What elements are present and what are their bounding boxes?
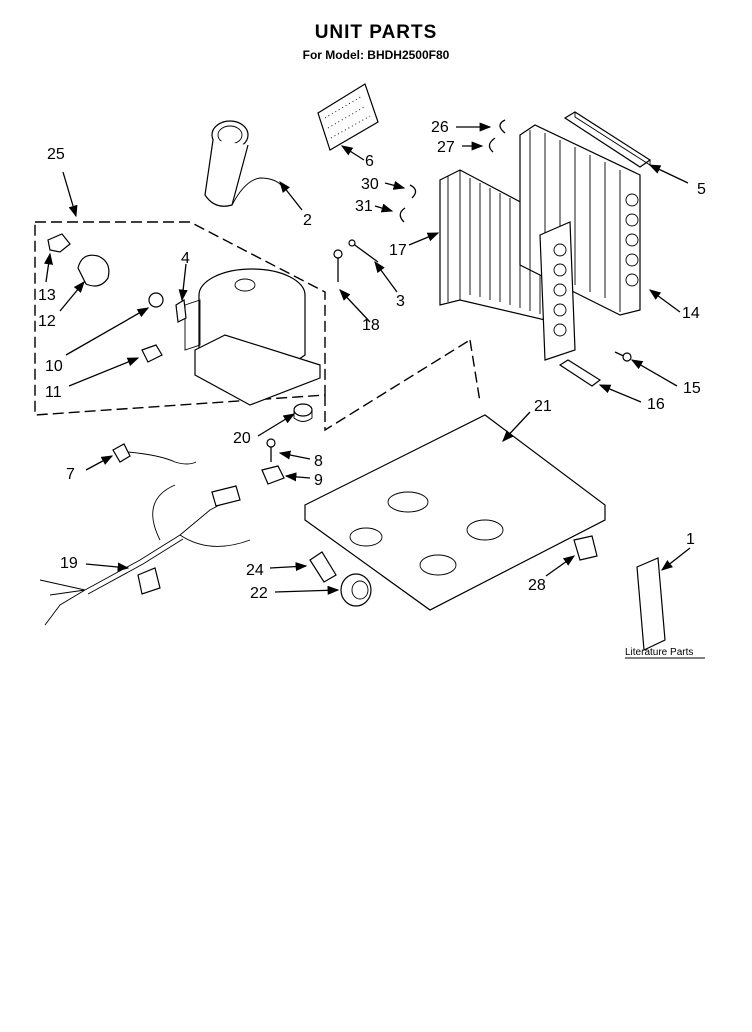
callout-15: 15 (683, 380, 701, 397)
callout-3: 3 (396, 293, 405, 310)
part-2-duct (204, 120, 283, 207)
page-title: UNIT PARTS (314, 22, 438, 43)
base-accessories (309, 535, 666, 651)
callout-24: 24 (246, 562, 264, 579)
model-subtitle: For Model: BHDH2500F80 (302, 48, 450, 62)
callout-10: 10 (45, 358, 63, 375)
callout-30: 30 (361, 176, 379, 193)
callout-27: 27 (437, 139, 455, 156)
callout-4: 4 (181, 250, 190, 267)
literature-parts-label: Literature Parts (625, 647, 693, 658)
part-21-base-pan (304, 414, 606, 611)
callout-20: 20 (233, 430, 251, 447)
callout-8: 8 (314, 453, 323, 470)
callout-13: 13 (38, 287, 56, 304)
callout-9: 9 (314, 472, 323, 489)
screw-parts (333, 239, 632, 362)
callout-1: 1 (686, 531, 695, 548)
callout-17: 17 (389, 242, 407, 259)
callout-21: 21 (534, 398, 552, 415)
callout-19: 19 (60, 555, 78, 572)
part-7-sensor (112, 443, 197, 465)
callout-11: 11 (45, 384, 62, 401)
part-5-foam-strip (563, 111, 652, 168)
callout-5: 5 (697, 181, 706, 198)
callout-12: 12 (38, 313, 56, 330)
callout-6: 6 (365, 153, 374, 170)
callout-31: 31 (355, 198, 373, 215)
callout-7: 7 (66, 466, 75, 483)
compressor-small-parts (47, 233, 187, 363)
compressor (184, 268, 321, 406)
callout-22: 22 (250, 585, 268, 602)
clip-parts (399, 119, 506, 223)
grommet-screw-clamp (261, 403, 313, 485)
callout-18: 18 (362, 317, 380, 334)
callout-16: 16 (647, 396, 665, 413)
callout-28: 28 (528, 577, 546, 594)
part-6-filter-pad (317, 83, 379, 151)
compressor-assembly-boundary (34, 221, 481, 432)
callout-25: 25 (47, 146, 65, 163)
callout-26: 26 (431, 119, 449, 136)
part-14-condenser (519, 124, 641, 361)
leader-lines (44, 122, 691, 595)
callout-2: 2 (303, 212, 312, 229)
part-16-strip (558, 359, 602, 387)
callout-14: 14 (682, 305, 700, 322)
